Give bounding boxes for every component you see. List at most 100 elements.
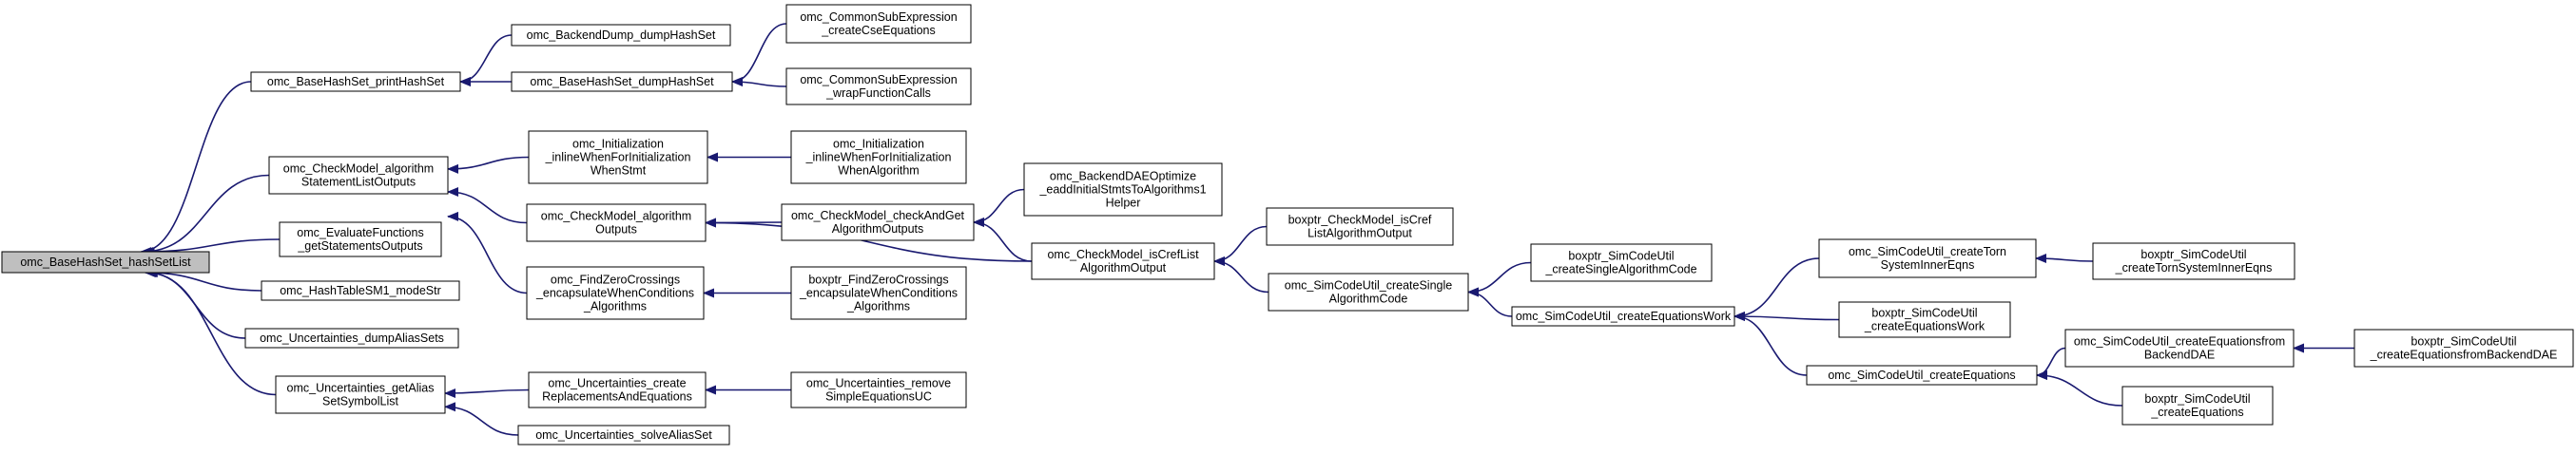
node-label-line: boxptr_CheckModel_isCref bbox=[1288, 214, 1432, 227]
edge-n21-to-n20 bbox=[1733, 257, 1820, 321]
node-label-line: omc_SimCodeUtil_createTorn bbox=[1849, 245, 2006, 258]
node-basehashset-hashsetlist[interactable]: omc_BaseHashSet_hashSetList bbox=[1, 251, 210, 274]
node-label-line: boxptr_SimCodeUtil bbox=[1568, 250, 1674, 263]
edge-n18-to-n16 bbox=[1213, 256, 1269, 294]
node-label-line: SystemInnerEqns bbox=[1881, 258, 1975, 272]
node-box bbox=[1806, 365, 2038, 386]
node-uncertainties-dumpaliassets[interactable]: omc_Uncertainties_dumpAliasSets bbox=[244, 328, 459, 349]
node-boxptr-simcodeutil-createtornsysteminnereqns[interactable]: boxptr_SimCodeUtil_createTornSystemInner… bbox=[2092, 242, 2295, 280]
node-boxptr-findzerocrossings-encapsulatewhenconditionsalgorithms[interactable]: boxptr_FindZeroCrossings_encapsulateWhen… bbox=[790, 266, 967, 320]
node-box bbox=[1, 251, 210, 274]
node-label-line: Helper bbox=[1106, 197, 1141, 210]
node-label-line: AlgorithmOutputs bbox=[832, 222, 924, 236]
node-label-line: omc_BackendDump_dumpHashSet bbox=[527, 28, 716, 42]
node-simcodeutil-createequations[interactable]: omc_SimCodeUtil_createEquations bbox=[1806, 365, 2038, 386]
edge-n16-to-n14 bbox=[973, 218, 1033, 262]
node-initialization-inlinewhenforinitializationwhenstmt[interactable]: omc_Initialization_inlineWhenForInitiali… bbox=[528, 130, 708, 184]
node-evaluatefunctions-getstatementsoutputs[interactable]: omc_EvaluateFunctions_getStatementsOutpu… bbox=[279, 221, 442, 257]
edge-n11-to-n2 bbox=[447, 156, 530, 174]
node-label-line: Outputs bbox=[595, 223, 637, 237]
node-label-line: omc_CheckModel_algorithm bbox=[541, 210, 691, 223]
node-box bbox=[2092, 242, 2295, 280]
node-label-line: omc_Initialization bbox=[572, 138, 664, 151]
edge-layer bbox=[140, 23, 2355, 436]
node-hashtablesm1-modestr[interactable]: omc_HashTableSM1_modeStr bbox=[261, 280, 460, 301]
node-checkmodel-checkandgetalgorithmoutputs[interactable]: omc_CheckModel_checkAndGetAlgorithmOutpu… bbox=[781, 203, 975, 241]
node-label-line: omc_BackendDAEOptimize bbox=[1050, 170, 1196, 183]
node-label-line: _getStatementsOutputs bbox=[297, 239, 422, 253]
node-box bbox=[511, 71, 733, 92]
node-boxptr-simcodeutil-createsinglealgorithmcode[interactable]: boxptr_SimCodeUtil_createSingleAlgorithm… bbox=[1530, 243, 1713, 282]
node-label-line: _Algorithms bbox=[583, 300, 647, 313]
node-label-line: omc_SimCodeUtil_createEquations bbox=[1828, 369, 2015, 382]
node-box bbox=[1838, 301, 2011, 338]
edge-n32-to-n6 bbox=[444, 402, 519, 436]
node-box bbox=[790, 130, 967, 184]
node-label-line: BackendDAE bbox=[2144, 349, 2215, 362]
node-commonsubexpression-createcseequations[interactable]: omc_CommonSubExpression_createCseEquatio… bbox=[785, 4, 972, 44]
node-commonsubexpression-wrapfunctioncalls[interactable]: omc_CommonSubExpression_wrapFunctionCall… bbox=[785, 67, 972, 105]
node-label-line: boxptr_SimCodeUtil bbox=[1871, 307, 1977, 320]
node-label-line: AlgorithmCode bbox=[1329, 293, 1408, 306]
edge-n1-to-n0 bbox=[140, 81, 252, 256]
node-label-line: _createEquations bbox=[2150, 406, 2243, 419]
node-label-line: _createEquationsWork bbox=[1864, 320, 1985, 333]
edge-n13-to-n2 bbox=[447, 187, 528, 224]
node-box bbox=[275, 375, 446, 414]
node-label-line: boxptr_FindZeroCrossings bbox=[808, 274, 948, 287]
edge-n19-to-n18 bbox=[1467, 261, 1532, 297]
node-label-line: omc_BaseHashSet_printHashSet bbox=[267, 75, 445, 88]
node-simcodeutil-createequationswork[interactable]: omc_SimCodeUtil_createEquationsWork bbox=[1511, 306, 1735, 327]
node-uncertainties-createreplacementsandequations[interactable]: omc_Uncertainties_createReplacementsAndE… bbox=[528, 371, 707, 408]
node-initialization-inlinewhenforinitializationwhenalgorithm[interactable]: omc_Initialization_inlineWhenForInitiali… bbox=[790, 130, 967, 184]
node-label-line: _encapsulateWhenConditions bbox=[799, 287, 958, 300]
node-boxptr-simcodeutil-createequationsfrombackenddae[interactable]: boxptr_SimCodeUtil_createEquationsfromBa… bbox=[2353, 329, 2574, 368]
node-box bbox=[526, 266, 705, 320]
node-checkmodel-algorithm-statementlistoutputs[interactable]: omc_CheckModel_algorithmStatementListOut… bbox=[268, 156, 449, 195]
node-label-line: SetSymbolList bbox=[322, 395, 398, 408]
edge-n6-to-n0 bbox=[145, 268, 277, 396]
node-simcodeutil-createequationsfrombackenddae[interactable]: omc_SimCodeUtil_createEquationsfromBacke… bbox=[2064, 329, 2295, 368]
node-basehashset-dumphashset[interactable]: omc_BaseHashSet_dumpHashSet bbox=[511, 71, 733, 92]
node-box bbox=[790, 266, 967, 320]
node-backenddump-dumphashset[interactable]: omc_BackendDump_dumpHashSet bbox=[511, 24, 731, 47]
node-simcodeutil-createtornsysteminnereqns[interactable]: omc_SimCodeUtil_createTornSystemInnerEqn… bbox=[1818, 238, 2037, 278]
node-label-line: SimpleEquationsUC bbox=[825, 390, 932, 404]
node-label-line: omc_Uncertainties_remove bbox=[806, 377, 951, 390]
node-box bbox=[250, 71, 461, 92]
node-boxptr-checkmodel-iscreflistalgorithmoutput[interactable]: boxptr_CheckModel_isCrefListAlgorithmOut… bbox=[1266, 207, 1454, 246]
node-label-line: boxptr_SimCodeUtil bbox=[2140, 248, 2246, 261]
node-label-line: omc_SimCodeUtil_createSingle bbox=[1285, 279, 1453, 293]
node-box bbox=[1023, 162, 1223, 217]
node-uncertainties-solvealiasset[interactable]: omc_Uncertainties_solveAliasSet bbox=[517, 425, 730, 446]
edge-n3-to-n0 bbox=[143, 238, 281, 256]
node-box bbox=[1031, 242, 1215, 280]
node-box bbox=[2064, 329, 2295, 368]
edge-n24-to-n20 bbox=[1733, 312, 1808, 376]
node-findzerocrossings-encapsulatewhenconditionsalgorithms[interactable]: omc_FindZeroCrossings_encapsulateWhenCon… bbox=[526, 266, 705, 320]
node-boxptr-simcodeutil-createequations[interactable]: boxptr_SimCodeUtil_createEquations bbox=[2121, 386, 2274, 426]
node-label-line: omc_CheckModel_checkAndGet bbox=[791, 209, 965, 222]
node-label-line: omc_CheckModel_isCrefList bbox=[1047, 248, 1199, 261]
node-label-line: _eaddInitialStmtsToAlgorithms1 bbox=[1038, 183, 1206, 197]
node-uncertainties-removesimpleequationsuc[interactable]: omc_Uncertainties_removeSimpleEquationsU… bbox=[790, 371, 967, 408]
node-basehashset-printhashset[interactable]: omc_BaseHashSet_printHashSet bbox=[250, 71, 461, 92]
node-backenddaeoptimize-eaddinitialstmtstoalgorithms1helper[interactable]: omc_BackendDAEOptimize_eaddInitialStmtsT… bbox=[1023, 162, 1223, 217]
node-label-line: omc_BaseHashSet_dumpHashSet bbox=[530, 75, 714, 88]
edge-n2-to-n0 bbox=[142, 174, 270, 256]
node-label-line: omc_Uncertainties_dumpAliasSets bbox=[260, 332, 444, 345]
node-box bbox=[1266, 207, 1454, 246]
edge-n20-to-n18 bbox=[1467, 287, 1513, 317]
node-box bbox=[268, 156, 449, 195]
node-box bbox=[781, 203, 975, 241]
node-label-line: _createEquationsfromBackendDAE bbox=[2370, 349, 2558, 362]
node-label-line: omc_EvaluateFunctions bbox=[297, 226, 423, 239]
node-boxptr-simcodeutil-createequationswork[interactable]: boxptr_SimCodeUtil_createEquationsWork bbox=[1838, 301, 2011, 338]
edge-n16-to-n13 bbox=[705, 218, 1033, 262]
node-label-line: omc_BaseHashSet_hashSetList bbox=[20, 256, 191, 269]
node-box bbox=[511, 24, 731, 47]
node-simcodeutil-createsinglealgorithmcode[interactable]: omc_SimCodeUtil_createSingleAlgorithmCod… bbox=[1268, 273, 1469, 312]
